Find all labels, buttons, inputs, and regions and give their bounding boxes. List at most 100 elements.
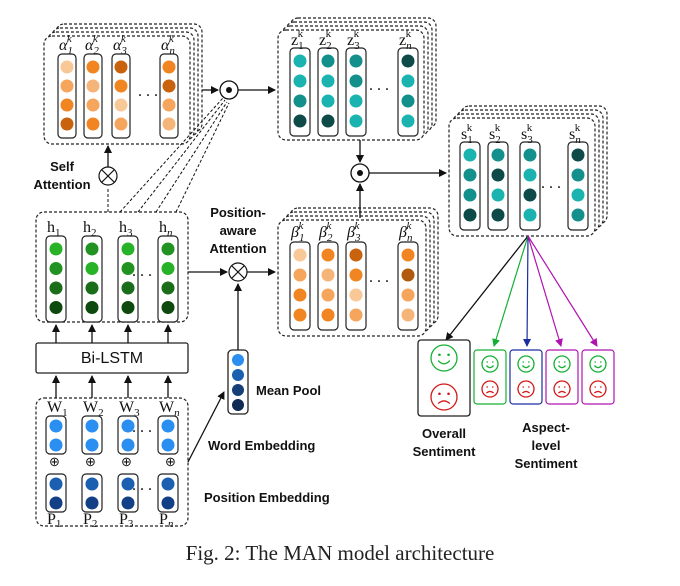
z-unit (349, 74, 363, 88)
z-unit (321, 54, 335, 68)
beta-unit (349, 288, 363, 302)
z-header: z2k (319, 28, 332, 52)
h-unit (49, 301, 63, 314)
z-unit (293, 114, 307, 128)
dot-icon (357, 170, 363, 176)
beta-header: β2k (318, 220, 333, 244)
z-unit (293, 74, 307, 88)
s-unit (523, 148, 537, 162)
alpha-header: α3k (113, 33, 127, 57)
beta-unit (293, 288, 307, 302)
bilstm-label: Bi-LSTM (81, 350, 143, 367)
overall-label-1: Overall (422, 426, 466, 441)
beta-column (289, 241, 311, 331)
s-unit (571, 208, 585, 222)
word-embedding-unit (49, 419, 63, 433)
beta-unit (401, 268, 415, 282)
word-embedding-label: Word Embedding (208, 438, 315, 453)
sad-face-icon (430, 383, 458, 411)
pos-attention-label-1: Position- (210, 205, 266, 220)
z-unit (349, 114, 363, 128)
word-embedding-unit (121, 438, 135, 452)
position-embedding-unit (49, 477, 63, 491)
h-unit (161, 242, 175, 256)
beta-column (345, 241, 367, 331)
overall-sentiment-box (417, 339, 471, 417)
s-unit (523, 208, 537, 222)
sad-face-icon (553, 380, 571, 398)
beta-unit (401, 288, 415, 302)
alpha-unit (114, 117, 128, 131)
beta-unit (321, 248, 335, 262)
beta-unit (321, 268, 335, 282)
alpha-unit (162, 98, 176, 112)
s-column (487, 141, 509, 231)
alpha-header: α2k (85, 33, 99, 57)
alpha-column (83, 53, 103, 139)
position-embedding-unit (121, 496, 135, 510)
h-panel (35, 211, 189, 323)
word-embedding-unit (85, 438, 99, 452)
alpha-unit (60, 60, 74, 74)
happy-face-icon (553, 355, 571, 373)
alpha-unit (114, 98, 128, 112)
h-unit (49, 242, 63, 256)
alpha-ellipsis: . . . (138, 83, 158, 100)
z-unit (401, 74, 415, 88)
word-embedding-unit (161, 438, 175, 452)
z-unit (401, 114, 415, 128)
overall-label-2: Sentiment (413, 444, 477, 459)
happy-face-icon (589, 355, 607, 373)
pos-attention-label-3: Attention (209, 241, 266, 256)
z-header: z1k (291, 28, 304, 52)
h-unit (161, 262, 175, 275)
beta-header: β1k (290, 220, 304, 244)
beta-column (397, 241, 419, 331)
beta-unit (401, 308, 415, 322)
s-column (459, 141, 481, 231)
s-unit (463, 168, 477, 182)
position-embedding-unit (85, 496, 99, 510)
vector-columns (45, 47, 589, 513)
h-unit (49, 262, 63, 275)
h-column (81, 235, 103, 323)
aspect-label-2: level (532, 438, 561, 453)
alpha-unit (86, 117, 100, 131)
mean-pool-unit (232, 369, 244, 381)
dot-operator-1 (202, 80, 276, 100)
alpha-column (57, 53, 77, 139)
h-to-dot-dashes (119, 97, 230, 213)
beta-unit (321, 308, 335, 322)
word-embedding-unit (161, 419, 175, 433)
s-column (519, 141, 541, 231)
s-unit (523, 188, 537, 202)
h-unit (85, 281, 99, 295)
s-ellipsis: . . . (541, 175, 561, 192)
self-attention-block: Self Attention (33, 145, 118, 212)
beta-header: βnk (398, 220, 413, 244)
self-attention-label-2: Attention (33, 177, 90, 192)
aspect-label-1: Aspect- (522, 420, 570, 435)
self-attention-label-1: Self (50, 159, 75, 174)
figure-caption: Fig. 2: The MAN model architecture (186, 541, 495, 565)
alpha-unit (162, 79, 176, 93)
dot-operator-2 (350, 140, 447, 218)
s-unit (571, 168, 585, 182)
z-column (345, 47, 367, 137)
beta-unit (349, 308, 363, 322)
beta-unit (321, 288, 335, 302)
z-unit (321, 94, 335, 108)
aspect-label-3: Sentiment (515, 456, 579, 471)
z-ellipsis: . . . (369, 77, 389, 94)
z-column (289, 47, 311, 137)
beta-unit (401, 248, 415, 262)
h-unit (85, 262, 99, 275)
beta-ellipsis: . . . (369, 269, 389, 286)
alpha-unit (114, 60, 128, 74)
s-unit (571, 148, 585, 162)
mean-pool-unit (232, 354, 244, 366)
z-unit (401, 54, 415, 68)
beta-unit (293, 248, 307, 262)
